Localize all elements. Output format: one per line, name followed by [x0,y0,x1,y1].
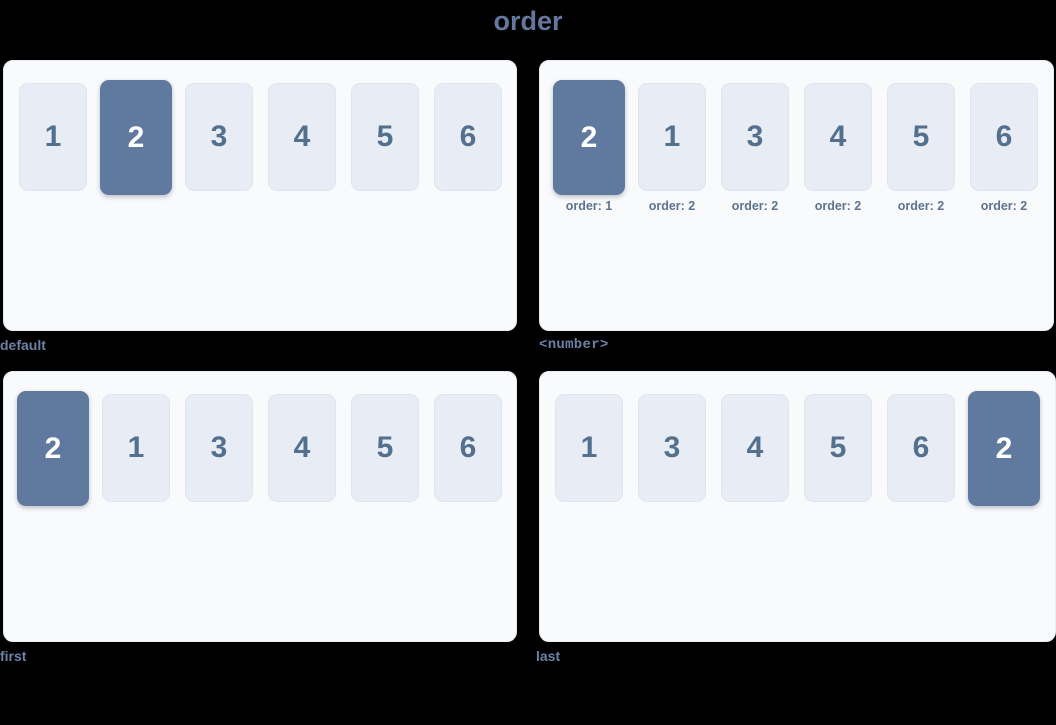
flex-item: 3 [638,394,706,502]
flex-item-box: 5 [351,394,419,502]
order-note: order: 2 [980,199,1028,213]
flex-item: 6 order: 2 [970,83,1038,213]
flex-item-box: 6 [970,83,1038,191]
flex-item: 3 order: 2 [721,83,789,213]
flex-item: 1 [555,394,623,502]
order-note: order: 1 [565,199,613,213]
flex-item-box: 4 [268,394,336,502]
flex-item: 2 [968,391,1040,506]
flex-item: 2 order: 1 [553,80,625,213]
flex-item-box: 5 [351,83,419,191]
flex-item: 4 order: 2 [804,83,872,213]
item-row: 2 order: 1 1 order: 2 3 order: 2 4 order: 2 5 ord… [553,80,1053,213]
flex-item-box-highlighted: 2 [100,80,172,195]
demo-caption-first: first [0,648,27,664]
flex-item-box: 3 [638,394,706,502]
order-note: order: 2 [731,199,779,213]
flex-item-box: 4 [721,394,789,502]
flex-item: 6 [434,394,502,502]
flex-item: 4 [268,394,336,502]
order-note: order: 2 [897,199,945,213]
flex-item: 6 [434,83,502,191]
flex-item: 4 [721,394,789,502]
flex-item-box: 6 [434,394,502,502]
flex-item-box: 5 [887,83,955,191]
flex-item-box: 3 [185,83,253,191]
flex-item: 6 [887,394,955,502]
flex-item: 1 [102,394,170,502]
flex-item: 2 [17,391,89,506]
demo-caption-number: <number> [539,337,609,353]
page-title: order [493,6,563,36]
flex-item: 5 [804,394,872,502]
flex-item: 5 [351,83,419,191]
demo-card: 2 order: 1 1 order: 2 3 order: 2 4 order: 2 5 ord… [539,60,1054,331]
flex-item-box: 3 [185,394,253,502]
flex-item-box: 1 [555,394,623,502]
flex-item-box: 1 [638,83,706,191]
flex-item: 3 [185,83,253,191]
flex-item: 2 [100,80,172,195]
flex-item-box: 1 [19,83,87,191]
demo-cell-number: 2 order: 1 1 order: 2 3 order: 2 4 order: 2 5 ord… [539,60,1054,353]
flex-item: 4 [268,83,336,191]
order-note: order: 2 [648,199,696,213]
flex-item-box: 6 [434,83,502,191]
flex-item: 1 [19,83,87,191]
demo-caption-last: last [536,648,561,664]
flex-item-box: 3 [721,83,789,191]
demo-caption-default: default [0,337,46,353]
flex-item-box: 1 [102,394,170,502]
flex-item-box: 4 [268,83,336,191]
flex-item: 5 order: 2 [887,83,955,213]
flex-item: 5 [351,394,419,502]
flex-item-box: 6 [887,394,955,502]
flex-item: 1 order: 2 [638,83,706,213]
flex-item-box: 5 [804,394,872,502]
order-note: order: 2 [814,199,862,213]
flex-item-box: 4 [804,83,872,191]
flex-item-box-highlighted: 2 [553,80,625,195]
flex-item-box-highlighted: 2 [17,391,89,506]
flex-item-box-highlighted: 2 [968,391,1040,506]
flex-item: 3 [185,394,253,502]
